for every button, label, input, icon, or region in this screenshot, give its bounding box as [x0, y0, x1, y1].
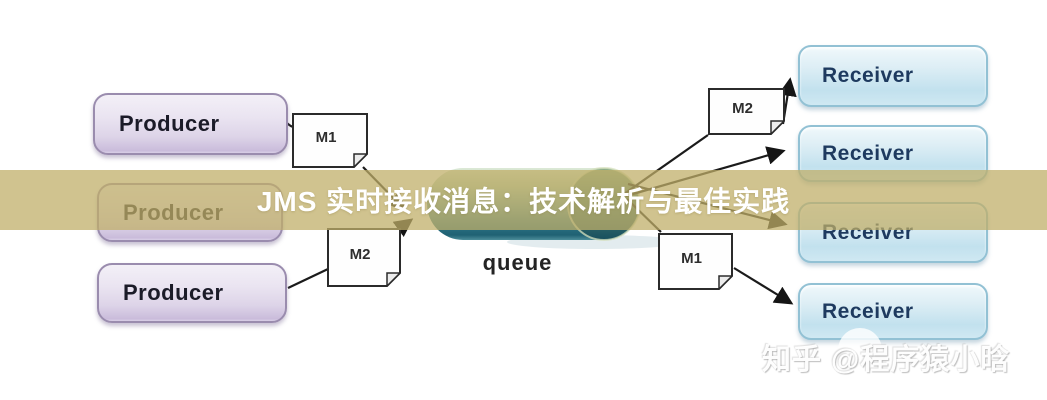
message-label: M2	[732, 100, 753, 117]
watermark-circle	[838, 328, 882, 372]
producer-box-1: Producer	[93, 93, 288, 155]
message-note-m1-left: M1	[292, 113, 368, 168]
note-shape	[658, 233, 733, 290]
producer-label: Producer	[123, 280, 224, 305]
line-producer3-to-m2	[287, 268, 329, 289]
note-shape	[292, 113, 368, 168]
receiver-label: Receiver	[822, 141, 914, 165]
message-note-m2-right: M2	[708, 88, 785, 135]
receiver-label: Receiver	[822, 64, 914, 87]
message-note-m2-left: M2	[327, 228, 401, 287]
receiver-box-4: Receiver	[798, 283, 988, 340]
watermark-text: 知乎 @程序猿小晗	[762, 344, 1011, 376]
page-title: JMS 实时接收消息：技术解析与最佳实践	[256, 186, 791, 217]
producer-label: Producer	[119, 111, 220, 136]
message-label: M2	[349, 246, 371, 263]
receiver-box-1: Receiver	[798, 45, 988, 107]
message-label: M1	[315, 129, 337, 146]
producer-box-3: Producer	[97, 263, 287, 323]
receiver-label: Receiver	[822, 299, 914, 323]
queue-label: queue	[482, 250, 553, 275]
line-m1-to-receiver4	[733, 267, 794, 305]
message-note-m1-right: M1	[658, 233, 733, 290]
message-label: M1	[681, 250, 702, 267]
note-shape	[708, 88, 785, 135]
title-banner	[0, 170, 1047, 230]
